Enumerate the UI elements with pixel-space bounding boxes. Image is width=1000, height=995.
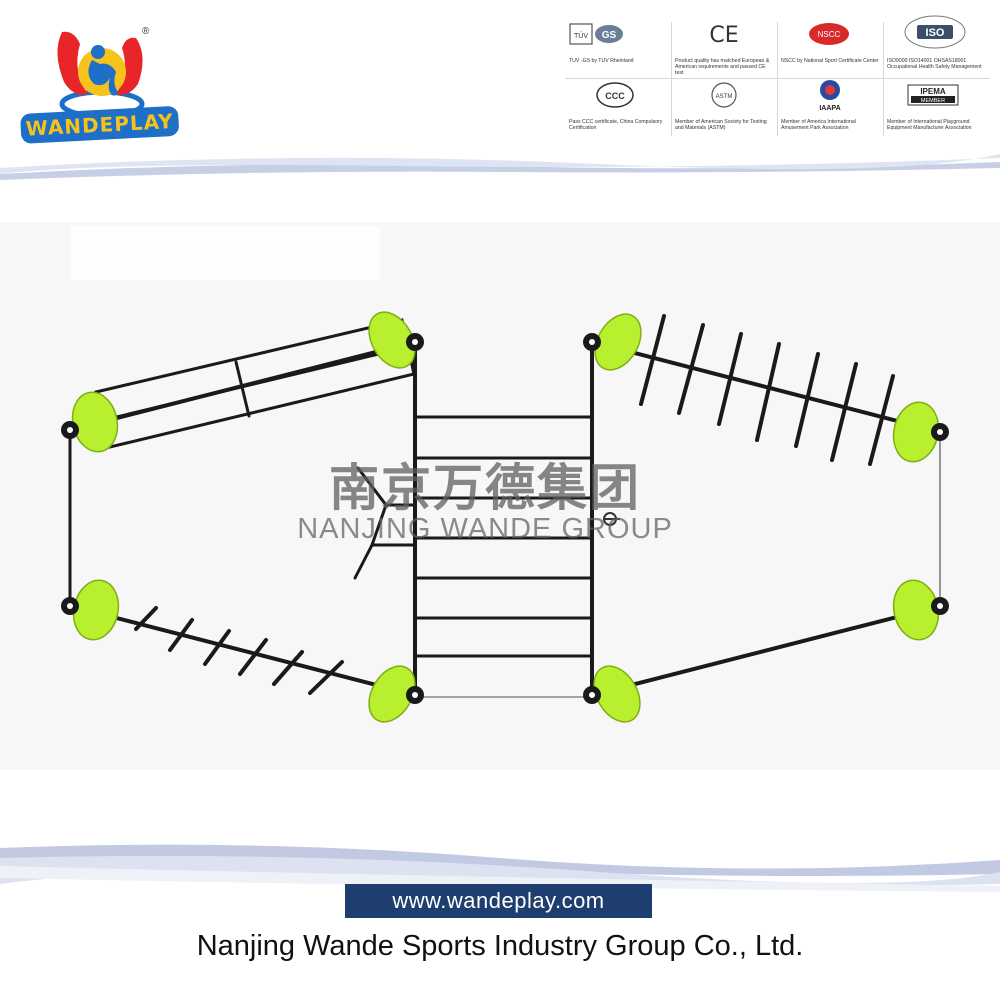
website-url[interactable]: www.wandeplay.com (345, 884, 652, 918)
svg-text:TÜV: TÜV (574, 32, 588, 40)
parallel-bar (234, 360, 251, 418)
cert-caption: Member of International Playground Equip… (887, 119, 972, 132)
ccc-icon: CCC (596, 82, 634, 108)
peg (272, 650, 304, 686)
peg (203, 629, 231, 666)
registered-mark: ® (142, 26, 150, 37)
cert-caption: Product quality has matched European & A… (675, 58, 770, 77)
cert-caption: Pass CCC certificate, China Compulsory C… (569, 119, 663, 132)
company-name: Nanjing Wande Sports Industry Group Co.,… (196, 930, 804, 962)
frame-beam (68, 604, 417, 697)
footing-pad (593, 665, 641, 723)
peg (639, 314, 666, 406)
astm-icon: ASTM (711, 82, 737, 108)
watermark-chinese: 南京万德集团 (329, 459, 641, 517)
peg (677, 323, 705, 415)
svg-text:CCC: CCC (605, 91, 625, 101)
cert-caption: Member of America International Amusemen… (781, 119, 856, 132)
peg (238, 638, 268, 676)
wandeplay-logo: ® WANDEPLAY (20, 26, 179, 144)
svg-text:ASTM: ASTM (716, 94, 733, 100)
svg-text:IAAPA: IAAPA (819, 105, 840, 112)
iso-icon: ISO (904, 15, 966, 49)
peg (868, 374, 895, 466)
svg-text:NSCC: NSCC (818, 30, 841, 39)
bottom-wave-band (0, 844, 1000, 892)
peg (308, 660, 344, 695)
equipment-top-view (0, 222, 1000, 770)
cert-caption: NSCC by National Sport Certificate Cente… (781, 58, 879, 64)
rail-clamp (603, 512, 620, 526)
svg-text:MEMBER: MEMBER (921, 98, 945, 104)
bench-handle (353, 466, 388, 580)
cert-caption: ISO9000 ISO14001 OHSAS18001 Occupational… (887, 58, 982, 71)
cert-caption: Member of American Society for Testing a… (675, 119, 767, 132)
cert-ce: CE Product quality has matched European … (671, 18, 777, 79)
cert-astm: ASTM Member of American Society for Test… (671, 79, 777, 140)
peg (755, 342, 781, 442)
iaapa-icon: IAAPA (819, 80, 841, 112)
cert-caption: TUV -GS by TUV Rheinland (569, 58, 634, 64)
nscc-icon: NSCC (809, 23, 849, 45)
svg-text:GS: GS (602, 30, 617, 41)
svg-text:ISO: ISO (926, 27, 945, 39)
cert-tuv-gs: TÜV GS TUV -GS by TUV Rheinland (565, 18, 671, 79)
peg (794, 352, 820, 448)
svg-text:CE: CE (709, 23, 738, 47)
footing-pad (368, 665, 416, 723)
cert-iaapa: IAAPA Member of America International Am… (777, 79, 883, 140)
tuv-gs-icon: TÜV GS (569, 23, 623, 45)
peg (134, 606, 158, 631)
ce-mark-icon: CE (709, 23, 738, 47)
parallel-bar (102, 345, 410, 422)
watermark-english: NANJING WANDE GROUP (297, 513, 673, 545)
certification-panel: TÜV GS TUV -GS by TUV Rheinland CE Produ… (565, 15, 990, 140)
cert-ccc: CCC Pass CCC certificate, China Compulso… (565, 79, 671, 140)
footing-pad (368, 311, 416, 369)
top-wave-band (0, 154, 1000, 180)
frame-beam (590, 604, 942, 697)
cert-nscc: NSCC NSCC by National Sport Certificate … (777, 18, 883, 79)
header: ® WANDEPLAY TÜV GS TUV -GS by TUV Rheinl… (0, 0, 1000, 170)
footing-pad (594, 313, 642, 371)
peg (168, 618, 194, 652)
diagram-background (0, 222, 1000, 770)
peg (830, 362, 858, 462)
cert-ipema: IPEMA MEMBER Member of International Pla… (883, 79, 989, 140)
peg (717, 332, 743, 426)
ipema-icon: IPEMA MEMBER (907, 84, 959, 106)
svg-text:IPEMA: IPEMA (920, 87, 946, 96)
cert-iso: ISO ISO9000 ISO14001 OHSAS18001 Occupati… (883, 15, 989, 79)
